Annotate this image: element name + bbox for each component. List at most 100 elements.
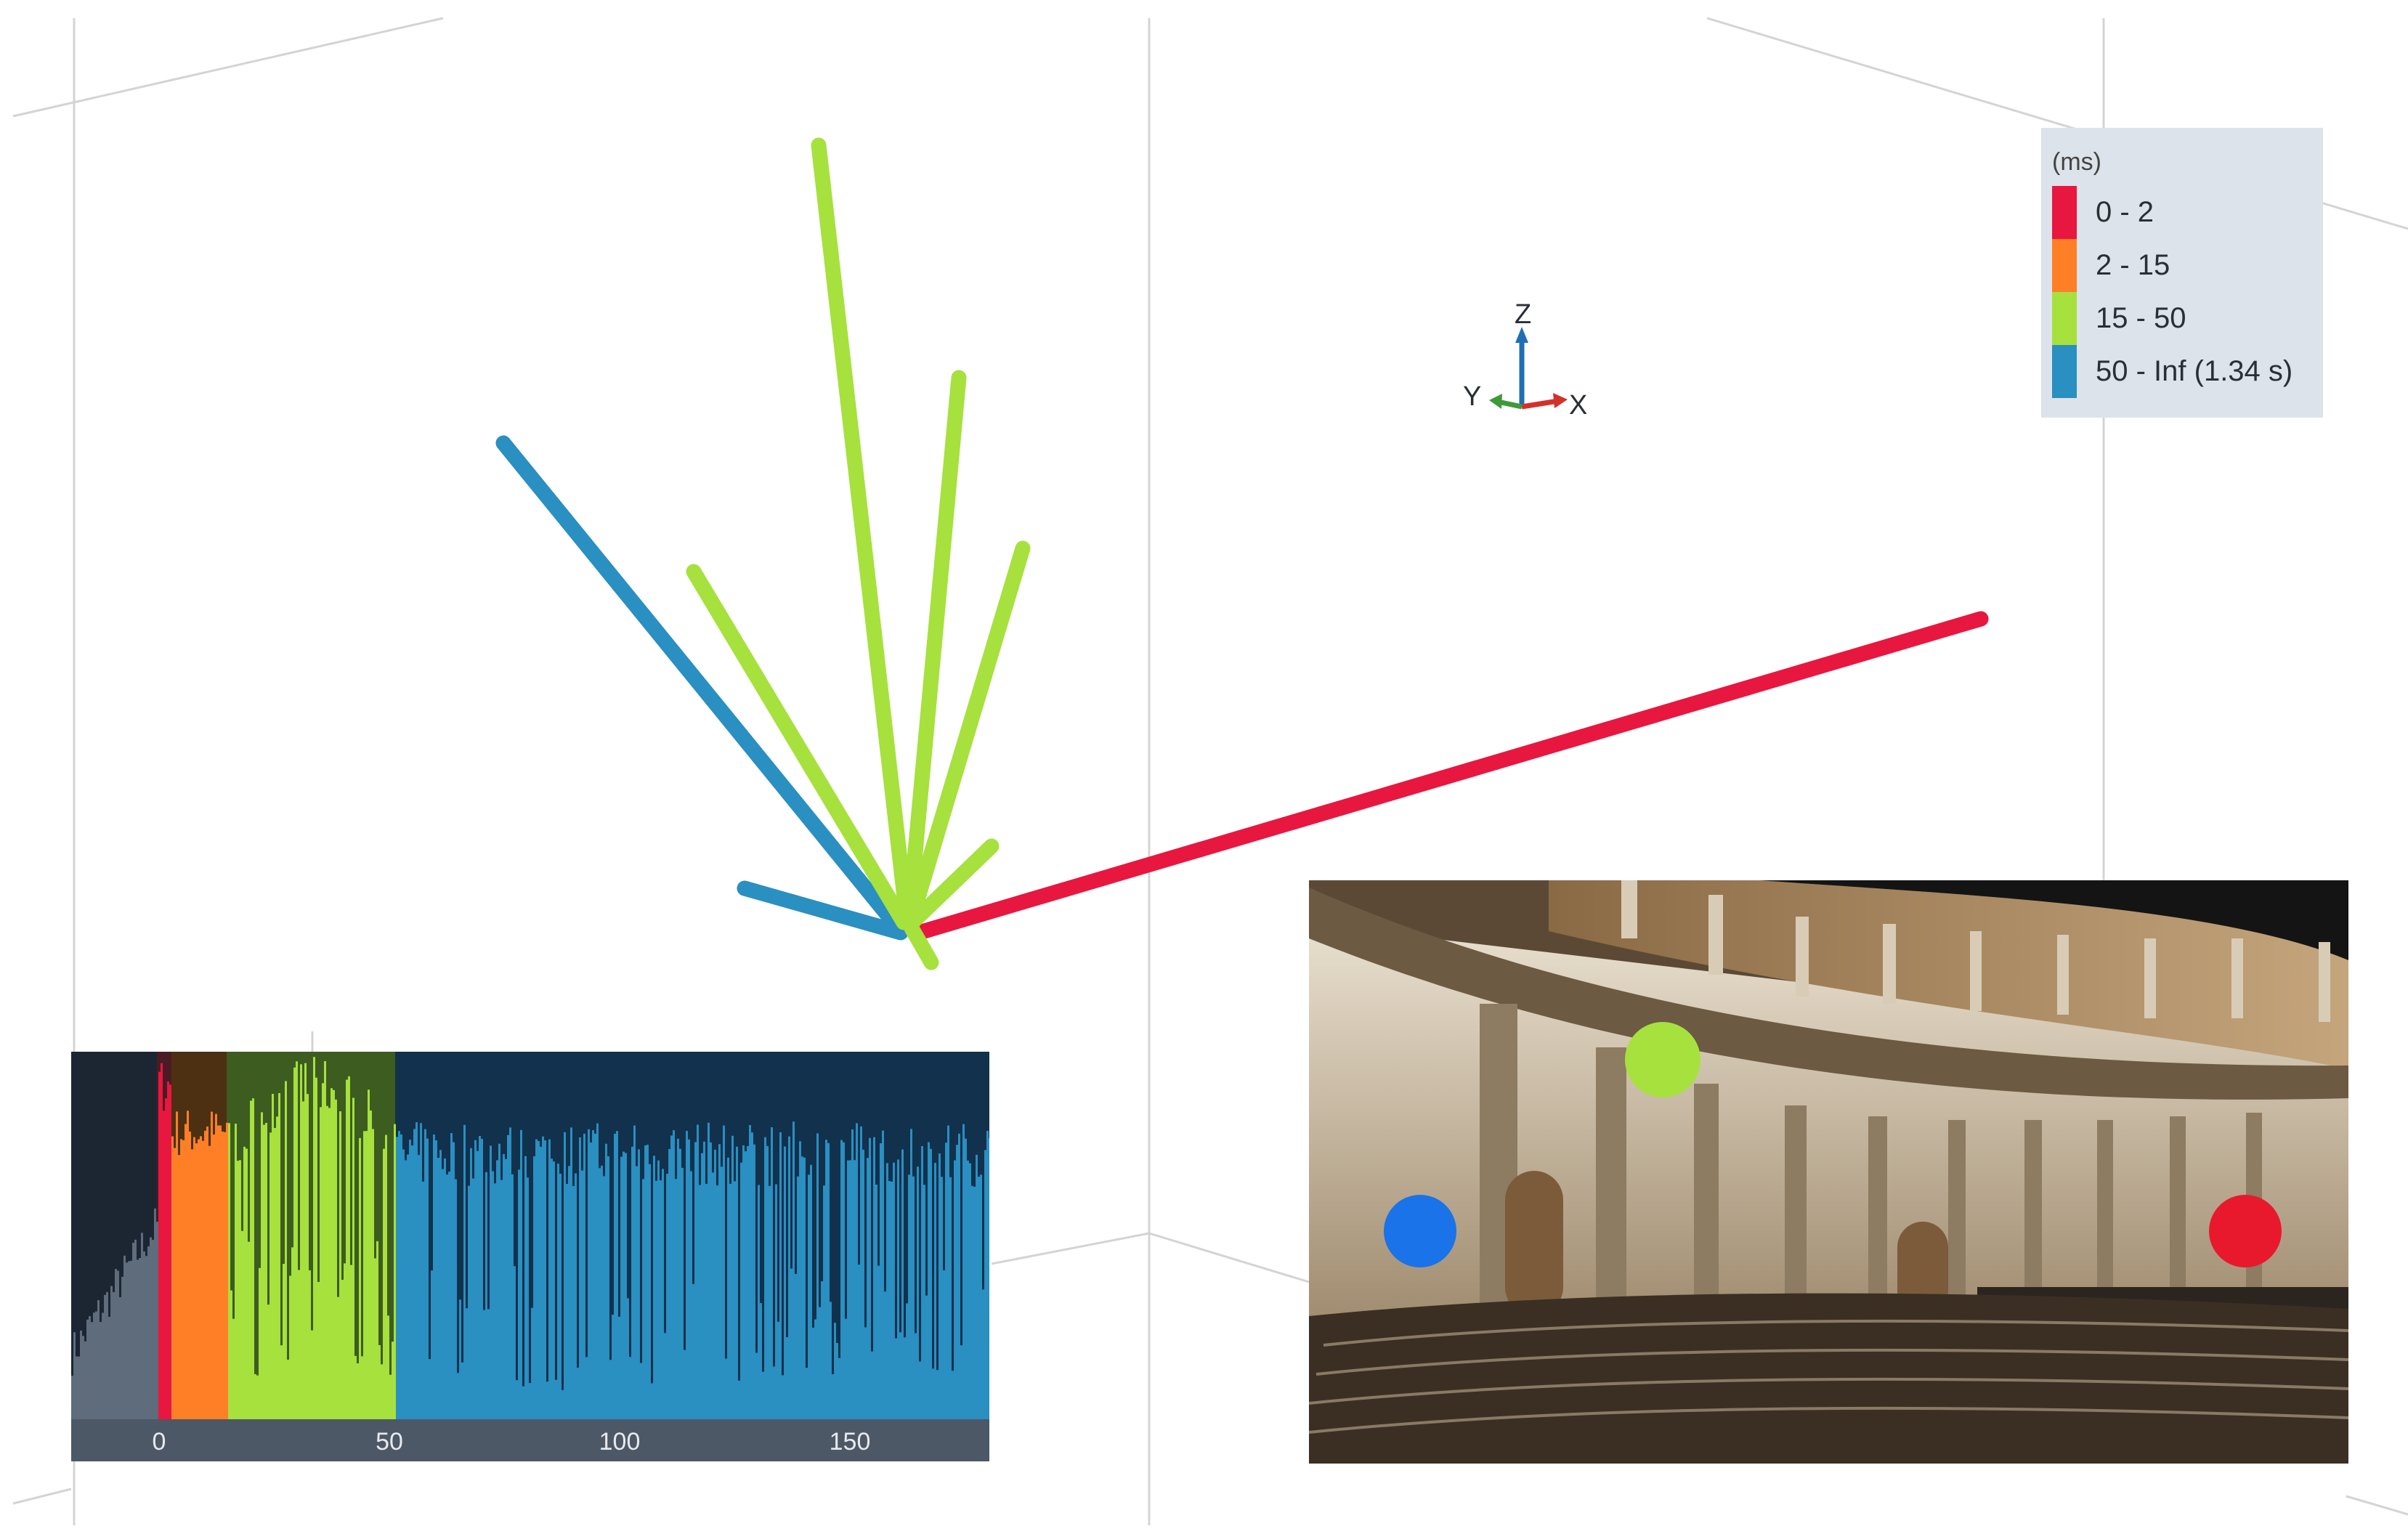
histogram-bar — [745, 1151, 747, 1419]
histogram-bar — [158, 1071, 161, 1419]
histogram-bar — [982, 1289, 984, 1419]
histogram-bar — [420, 1123, 422, 1419]
photo-chairs — [1309, 1319, 2348, 1434]
histogram-bar — [381, 1364, 383, 1419]
histogram-bar — [524, 1156, 527, 1419]
histogram-bar — [398, 1131, 400, 1419]
histogram-bar — [222, 1131, 224, 1419]
histogram-bar — [668, 1148, 670, 1419]
histogram-bar — [546, 1381, 548, 1419]
histogram-bar — [213, 1134, 215, 1419]
histogram-bar — [246, 1148, 248, 1419]
histogram-bar — [520, 1129, 522, 1419]
legend-panel: (ms) 0 - 2 2 - 15 15 - 50 50 - Inf (1.34… — [2041, 128, 2323, 418]
histogram-bar — [361, 1356, 363, 1419]
histogram-bar — [226, 1122, 228, 1419]
histogram-bar — [921, 1145, 923, 1419]
histogram-bar — [899, 1332, 901, 1419]
histogram-bar — [459, 1299, 461, 1419]
histogram-bar — [901, 1149, 904, 1419]
histogram-bar — [296, 1061, 298, 1419]
histogram-bar — [204, 1130, 206, 1419]
histogram-bar — [888, 1181, 891, 1419]
histogram-bar — [623, 1151, 625, 1419]
histogram-bar — [577, 1367, 579, 1419]
histogram-bar — [612, 1315, 614, 1419]
histogram-bar — [433, 1134, 435, 1419]
histogram-bar — [509, 1127, 511, 1419]
histogram-bar — [775, 1184, 777, 1419]
histogram-bar — [708, 1122, 710, 1419]
histogram-bar — [372, 1129, 374, 1419]
histogram-bar — [254, 1373, 256, 1419]
histogram-bar — [596, 1123, 599, 1419]
histogram-bar — [871, 1351, 873, 1419]
histogram-bar — [934, 1163, 936, 1419]
histogram-bar — [581, 1170, 583, 1419]
histogram-bar — [860, 1126, 862, 1419]
histogram-bar — [394, 1124, 396, 1419]
histogram-bar — [579, 1137, 581, 1419]
histogram-bar — [429, 1359, 431, 1419]
histogram-bar — [211, 1111, 213, 1419]
histogram-bar — [764, 1137, 766, 1419]
histogram-bar — [531, 1307, 533, 1419]
histogram-bar — [540, 1146, 542, 1419]
histogram-bar — [339, 1111, 341, 1419]
histogram-bar — [799, 1141, 801, 1419]
histogram-bar — [564, 1132, 566, 1419]
histogram-bar — [363, 1131, 365, 1419]
histogram-bar — [237, 1161, 239, 1419]
histogram-bar — [446, 1174, 448, 1419]
histogram-bar — [265, 1122, 267, 1419]
histogram-bar — [551, 1158, 553, 1419]
histogram-bar — [89, 1316, 91, 1419]
histogram-bar — [919, 1361, 921, 1419]
histogram-bar — [126, 1262, 128, 1419]
histogram-bar — [483, 1310, 485, 1419]
histogram-bar — [812, 1327, 814, 1419]
ray-early-green-1 — [686, 564, 912, 930]
legend-swatch-blue — [2052, 345, 2077, 398]
histogram-bar — [699, 1185, 701, 1419]
histogram-bar — [215, 1113, 217, 1419]
histogram-bar — [169, 1084, 171, 1419]
histogram-bar — [161, 1063, 163, 1419]
histogram-bar — [239, 1160, 241, 1419]
histogram-bar — [660, 1180, 662, 1419]
histogram-bar — [507, 1135, 509, 1419]
histogram-bar — [684, 1350, 686, 1419]
histogram-bar — [548, 1139, 551, 1419]
histogram-bar — [527, 1177, 529, 1419]
hist-tick-100: 100 — [599, 1428, 641, 1456]
histogram-bar — [912, 1176, 915, 1419]
histogram-bar — [335, 1099, 337, 1419]
histogram-bar — [864, 1327, 867, 1419]
histogram-bar — [487, 1309, 490, 1419]
histogram-bar — [960, 1345, 962, 1419]
histogram-bar — [102, 1312, 104, 1419]
histogram-bar — [76, 1356, 78, 1419]
histogram-bar — [858, 1265, 860, 1419]
histogram-bar — [293, 1067, 296, 1419]
histogram-bar — [320, 1107, 322, 1419]
histogram-bar — [331, 1088, 333, 1419]
histogram-bar — [278, 1092, 280, 1419]
histogram-bar — [269, 1132, 272, 1419]
histogram-bar — [670, 1135, 673, 1419]
histogram-bar — [137, 1259, 139, 1419]
histogram-bar — [939, 1153, 941, 1419]
histogram-bar — [424, 1129, 426, 1419]
histogram-bar — [618, 1316, 620, 1419]
histogram-bar — [82, 1336, 84, 1419]
histogram-bar — [542, 1136, 544, 1419]
histogram-bar — [463, 1124, 466, 1419]
histogram-bar — [725, 1358, 727, 1419]
histogram-bar — [396, 1137, 398, 1419]
histogram-bar — [143, 1251, 145, 1419]
histogram-bar — [886, 1163, 888, 1419]
histogram-bar — [566, 1184, 568, 1419]
histogram-bar — [455, 1179, 457, 1419]
histogram-bar — [923, 1185, 925, 1419]
histogram-bar — [585, 1357, 588, 1419]
